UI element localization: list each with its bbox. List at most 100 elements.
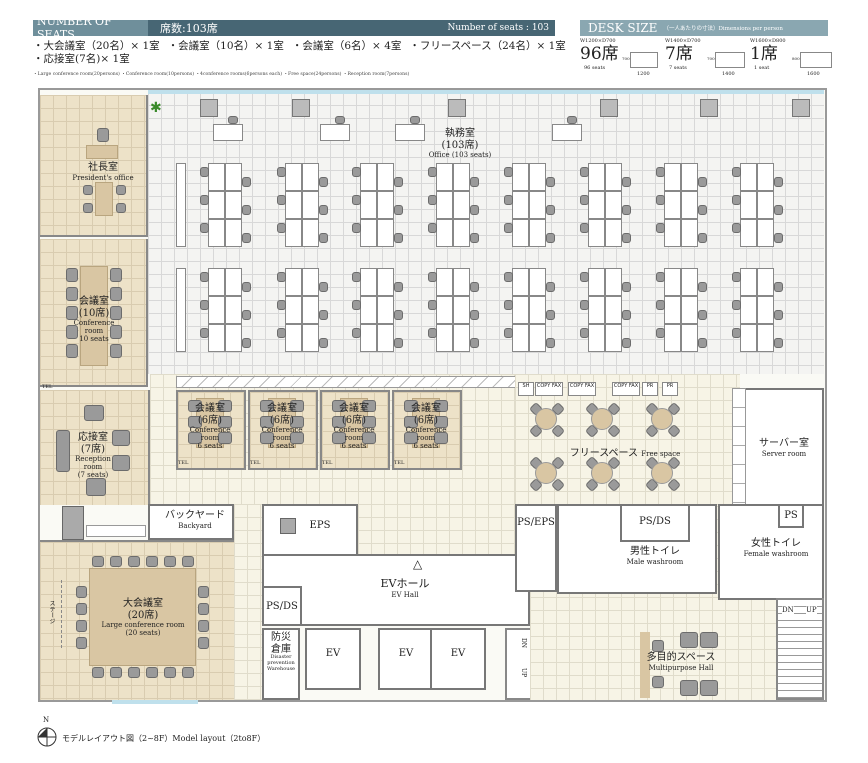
office-desk [302, 268, 319, 296]
stage [42, 580, 62, 648]
desk-count-en: 96 seats [584, 65, 606, 71]
chair [362, 400, 376, 412]
office-desk [453, 163, 470, 191]
office-chair [200, 195, 209, 205]
round-table [651, 462, 673, 484]
label-line: 会議室 [339, 403, 369, 414]
chair [188, 400, 202, 412]
chair [110, 268, 122, 282]
office-desk [588, 268, 605, 296]
office-desk [512, 219, 529, 247]
office-desk [757, 268, 774, 296]
seats-header-total-jp: 席数:103席 [160, 22, 218, 35]
free-space-label: フリースペース Free space [569, 448, 681, 459]
office-chair [732, 272, 741, 282]
office-desk [285, 163, 302, 191]
office-chair [352, 223, 361, 233]
office-desk [436, 296, 453, 324]
office-chair [394, 282, 403, 292]
office-desk [588, 219, 605, 247]
office-chair [228, 116, 238, 124]
office-desk [208, 296, 225, 324]
executive-desk [213, 124, 243, 141]
office-desk [588, 296, 605, 324]
office-desk [740, 296, 757, 324]
chair [404, 416, 418, 428]
chair [362, 432, 376, 444]
elevator-label: EV [398, 648, 414, 659]
office-desk [605, 191, 622, 219]
office-chair [656, 300, 665, 310]
office-chair [622, 233, 631, 243]
eps-room [262, 504, 358, 556]
chair [182, 667, 194, 678]
large-conference-label: 大会議室(20席)Large conference room(20 seats) [101, 598, 185, 638]
office-desk [664, 219, 681, 247]
office-desk [453, 219, 470, 247]
office-chair [428, 300, 437, 310]
office-chair [656, 167, 665, 177]
office-chair [277, 223, 286, 233]
label-line: room [344, 434, 364, 443]
office-chair [504, 167, 513, 177]
chair [290, 416, 304, 428]
office-chair [656, 328, 665, 338]
chair [290, 400, 304, 412]
storage-shelf [176, 163, 186, 247]
chair [404, 400, 418, 412]
office-label: 執務室(103席)Office (103 seats) [428, 128, 492, 159]
label-line: room [200, 434, 220, 443]
office-chair [319, 177, 328, 187]
label-line: Conference [189, 426, 231, 434]
office-desk [740, 191, 757, 219]
office-area [148, 92, 824, 374]
office-desk [605, 219, 622, 247]
column [600, 99, 618, 117]
chair [110, 287, 122, 301]
chair [218, 432, 232, 444]
pr-machine: PR [662, 382, 678, 396]
desk-depth: 700 [707, 56, 715, 61]
office-desk [285, 324, 302, 352]
office-desk [605, 268, 622, 296]
office-desk [605, 324, 622, 352]
chair [198, 603, 209, 615]
round-table [535, 408, 557, 430]
office-chair [774, 282, 783, 292]
ps-ds-label: PS/DS [266, 601, 298, 612]
office-chair [732, 223, 741, 233]
desk-width: 1200 [637, 71, 650, 77]
desk-dim: W1200×D700 [580, 38, 616, 44]
elevator [305, 628, 361, 690]
office-chair [504, 223, 513, 233]
office-desk [377, 219, 394, 247]
office-chair [580, 223, 589, 233]
office-chair [394, 177, 403, 187]
desk-depth: 700 [622, 56, 630, 61]
office-desk [360, 324, 377, 352]
chair [110, 325, 122, 339]
president-office [40, 95, 148, 237]
pr-machine: PR [642, 382, 658, 396]
office-desk [681, 163, 698, 191]
office-chair [335, 116, 345, 124]
desk-count: 96席 [580, 44, 619, 64]
label-line: Conference [261, 426, 303, 434]
round-table [591, 462, 613, 484]
desk-dim: W1400×D700 [665, 38, 701, 44]
office-desk [529, 163, 546, 191]
chair [66, 268, 78, 282]
office-desk [302, 219, 319, 247]
seat-summary-en: ・Large conference room(20persons) ・Confe… [33, 72, 410, 77]
chair [362, 416, 376, 428]
office-desk [588, 163, 605, 191]
office-desk [377, 163, 394, 191]
office-chair [428, 328, 437, 338]
office-desk [605, 296, 622, 324]
